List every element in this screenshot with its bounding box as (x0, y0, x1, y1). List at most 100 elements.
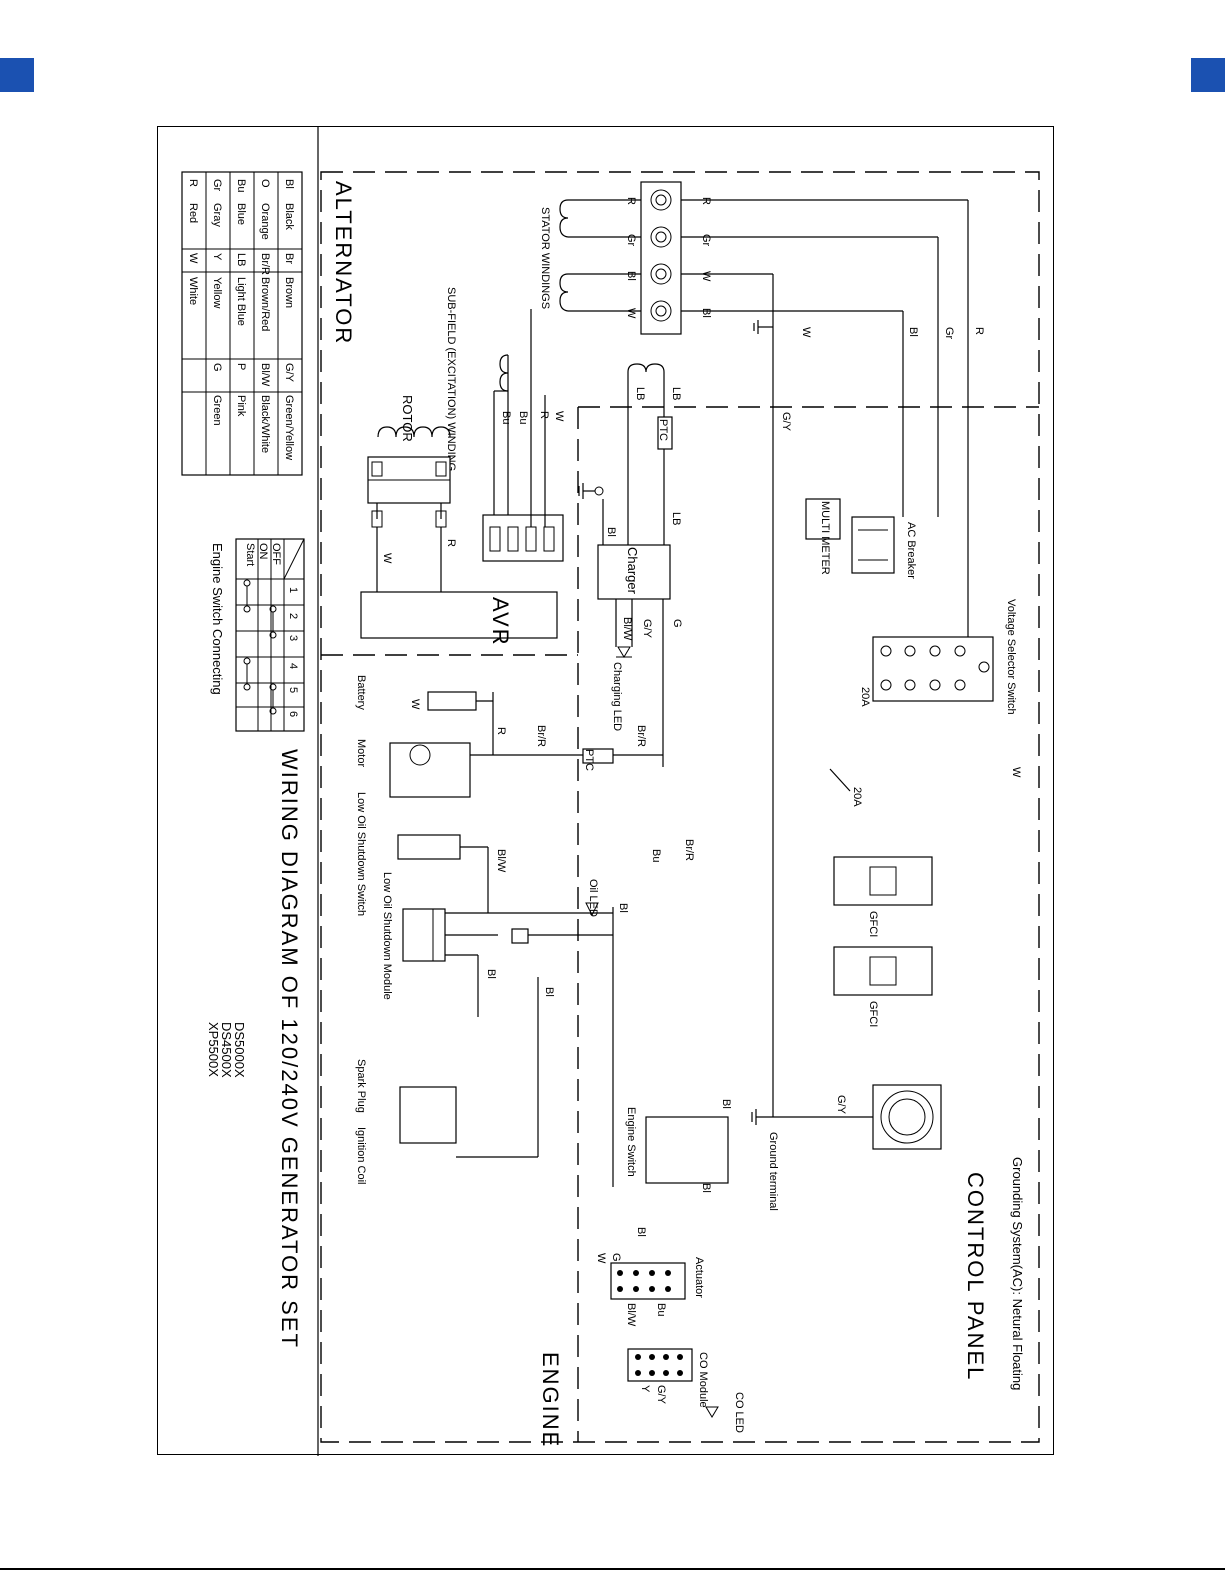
co-module: CO Module Y G/Y CO LED (627, 1348, 745, 1433)
actuator: Actuator W G Bl Bl/W Bu (595, 1227, 705, 1327)
section-control-panel: CONTROL PANEL (963, 1172, 988, 1381)
engine-switch: Engine Switch Bl Bl (625, 1099, 732, 1193)
switch-row-start: Start (244, 543, 256, 566)
legend-code-o: O (259, 179, 271, 188)
breaker-20a-label-1: 20A (859, 687, 871, 707)
wire-label-r-cp: R (973, 327, 985, 335)
legend-name-bl: Black (283, 203, 295, 230)
wire-label-bl-act: Bl (635, 1227, 647, 1237)
wire-label-lb-3: LB (670, 512, 682, 525)
wire-label-blw-charger: Bl/W (621, 617, 633, 641)
legend-code-p: P (235, 363, 247, 370)
model-1: DS5000X (232, 1022, 247, 1078)
wire-label-brr-eng: Br/R (683, 839, 695, 861)
wire-label-g-charger: G (671, 619, 683, 628)
subfield-label: SUB-FIELD (EXCITATION) WINDING (445, 287, 457, 471)
wire-label-w-cp2: W (1010, 767, 1022, 778)
legend-name-bu: Blue (235, 203, 247, 225)
grounding-note: Grounding System(AC): Netural Floating (1010, 1157, 1025, 1390)
wire-label-bu-eng: Bu (650, 849, 662, 862)
legend-name-lb: Light Blue (235, 277, 247, 326)
wire-label-gy-charger: G/Y (641, 619, 653, 639)
wire-label-w-avr: W (553, 411, 565, 422)
stator-windings: STATOR WINDINGS (539, 199, 641, 312)
wire-label-blw-act: Bl/W (625, 1303, 637, 1327)
wire-label-lb-2: LB (634, 387, 646, 400)
legend-name-y: Yellow (211, 277, 223, 308)
wire-label-w-rotor: W (381, 553, 393, 564)
engine-components: Battery W Motor R PTC Br/R Br/R Low Oil … (355, 675, 695, 1187)
legend-code-bl: Bl (283, 179, 295, 189)
legend-name-br: Brown (283, 277, 295, 308)
low-oil-module-label: Low Oil Shutdown Module (381, 872, 393, 1000)
switch-col-5: 5 (287, 687, 299, 693)
actuator-label: Actuator (693, 1257, 705, 1298)
gfci-label-1: GFCI (867, 911, 879, 937)
legend-code-brr: Br/R (259, 253, 271, 275)
wire-label-gr-cp: Gr (943, 327, 955, 340)
wire-label-bl-cp: Bl (907, 327, 919, 337)
outer-dashed-border (320, 171, 1040, 1443)
legend-name-p: Pink (235, 395, 247, 417)
ground-symbols (753, 320, 773, 334)
wire-label-r-1: R (700, 197, 712, 205)
gfci-outlet-2: GFCI (833, 946, 933, 1027)
wire-label-y-co: Y (639, 1385, 651, 1393)
legend-code-bu: Bu (235, 179, 247, 192)
output-terminal-block (640, 181, 682, 335)
wire-label-brr-1: Br/R (535, 725, 547, 747)
charging-led-label: Charging LED (611, 662, 623, 731)
legend-name-w: White (187, 277, 199, 305)
ptc-label-1: PTC (657, 419, 669, 441)
diagram-sheet: ALTERNATOR CONTROL PANEL ENGINE Groundin… (157, 126, 1054, 1456)
legend-name-o: Orange (259, 203, 271, 240)
engine-switch-label: Engine Switch (625, 1107, 637, 1177)
wire-label-w-cp: W (800, 327, 812, 338)
engine-switch-table: 1 2 3 4 5 6 OFF ON Start Engine Switch C… (210, 538, 305, 732)
switch-col-6: 6 (287, 711, 299, 717)
co-module-label: CO Module (697, 1352, 709, 1408)
legend-code-blw: Bl/W (259, 363, 271, 387)
ptc-label-2: PTC (583, 749, 595, 771)
wire-label-gr-1: Gr (700, 234, 712, 247)
switch-row-off: OFF (270, 543, 282, 565)
charger-section: Charger PTC LB LB LB Bl G/Y G Bl/W Charg… (578, 363, 683, 767)
ignition-coil-label: Ignition Coil (355, 1127, 367, 1184)
legend-name-brr: Brown/Red (259, 277, 271, 331)
oil-led-label: Oil LED (587, 879, 599, 917)
corner-marker-left (0, 58, 34, 92)
page-title: WIRING DIAGRAM OF 120/240V GENERATOR SET (277, 749, 302, 1349)
avr-label: AVR (488, 597, 513, 647)
legend-code-g: G (211, 363, 223, 372)
legend-code-gr: Gr (211, 179, 223, 192)
wire-label-gr-2: Gr (625, 234, 637, 247)
wire-label-blw-oil: Bl/W (495, 849, 507, 873)
battery-label: Battery (355, 675, 367, 710)
rotor-label: ROTOR (400, 395, 415, 442)
wire-label-gy-cp: G/Y (780, 412, 792, 432)
corner-marker-right (1191, 58, 1225, 92)
wire-label-bl-charger: Bl (605, 527, 617, 537)
wire-label-brr-2: Br/R (635, 725, 647, 747)
color-legend: Bl Black Br Brown G/Y Green/Yellow O Ora… (181, 171, 303, 476)
legend-code-w: W (187, 253, 199, 264)
wire-label-r-avr: R (538, 411, 550, 419)
legend-name-g: Green (211, 395, 223, 426)
legend-code-y: Y (211, 253, 223, 261)
breaker-20a-label-2: 20A (851, 787, 863, 807)
wire-label-r-rotor: R (445, 539, 457, 547)
model-2: DS4500X (219, 1022, 234, 1078)
wire-label-w-act: W (595, 1253, 607, 1264)
wire-label-w-2: W (625, 308, 637, 319)
section-engine: ENGINE (538, 1352, 563, 1448)
spark-plug-label: Spark Plug (355, 1059, 367, 1113)
multimeter-label: MULTI METER (819, 501, 831, 575)
gfci-outlet-1: GFCI (833, 856, 933, 937)
avr: AVR W R Bu Bu (360, 309, 565, 647)
wire-label-gy-ground: G/Y (835, 1095, 847, 1115)
section-alternator: ALTERNATOR (331, 181, 356, 345)
wire-label-lb-1: LB (670, 387, 682, 400)
wire-label-bu-avr-2: Bu (500, 411, 512, 424)
wire-label-bl-2: Bl (625, 271, 637, 281)
wire-label-bl-ign: Bl (543, 987, 555, 997)
